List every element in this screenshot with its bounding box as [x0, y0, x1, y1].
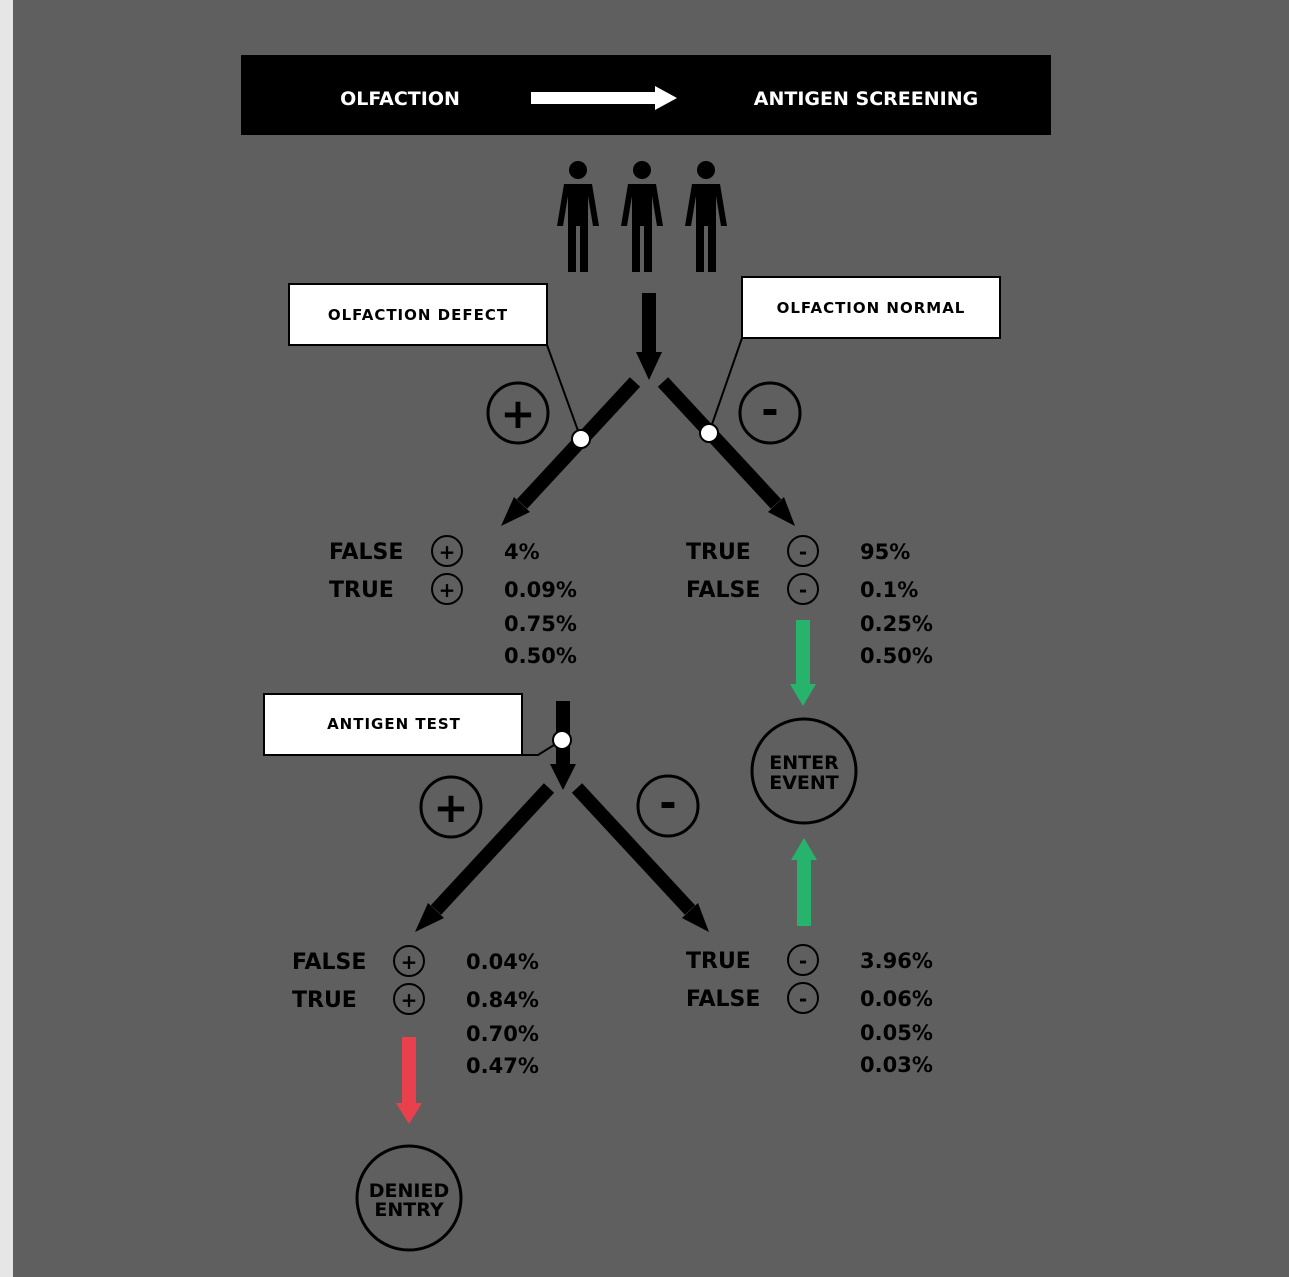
red-down-arrow-icon — [396, 1037, 422, 1124]
plus-symbol: + — [433, 783, 468, 832]
plus-circle-icon: + — [419, 775, 483, 839]
result-label: TRUE — [292, 988, 357, 1013]
result-symbol: + — [401, 950, 418, 974]
outcome-line1: DENIED — [369, 1180, 449, 1202]
result-symbol: + — [439, 540, 456, 564]
small-minus-icon — [787, 982, 819, 1014]
olfaction-positive-results: FALSE + 4% TRUE + 0.09% 0.75% 0.50% — [329, 535, 577, 668]
plus-symbol: + — [500, 389, 535, 438]
result-value: 0.50% — [860, 644, 933, 668]
green-up-arrow-icon — [791, 838, 817, 926]
result-value: 0.75% — [504, 612, 577, 636]
result-value: 0.04% — [466, 950, 539, 974]
result-value: 3.96% — [860, 949, 933, 973]
result-value: 0.03% — [860, 1053, 933, 1077]
result-label: FALSE — [686, 578, 760, 603]
result-label: FALSE — [292, 950, 366, 975]
outcome-line2: ENTRY — [374, 1199, 443, 1221]
callout-connector — [546, 344, 582, 440]
small-plus-icon — [431, 535, 463, 567]
minus-symbol: - — [761, 385, 778, 434]
antigen-test-label: ANTIGEN TEST — [327, 715, 461, 733]
result-value: 0.84% — [466, 988, 539, 1012]
result-value: 0.50% — [504, 644, 577, 668]
small-minus-icon — [787, 573, 819, 605]
result-value: 0.70% — [466, 1022, 539, 1046]
callout-dot — [571, 429, 591, 449]
header-arrow-icon — [531, 86, 677, 110]
result-value: 0.05% — [860, 1021, 933, 1045]
result-symbol: - — [799, 949, 807, 973]
result-label: FALSE — [329, 540, 403, 565]
result-label: TRUE — [686, 949, 751, 974]
result-value: 95% — [860, 540, 910, 564]
header-antigen-screening-label: ANTIGEN SCREENING — [754, 88, 978, 110]
result-value: 0.1% — [860, 578, 918, 602]
callout-dot — [552, 730, 572, 750]
small-plus-icon — [393, 983, 425, 1015]
olfaction-defect-box — [288, 283, 548, 346]
olfaction-normal-box — [741, 276, 1001, 339]
callout-connector — [708, 337, 743, 434]
olfaction-defect-label: OLFACTION DEFECT — [328, 306, 508, 324]
minus-symbol: - — [659, 778, 676, 827]
result-symbol: - — [799, 540, 807, 564]
result-symbol: + — [401, 988, 418, 1012]
denied-entry-outcome: DENIED ENTRY — [355, 1144, 463, 1252]
small-plus-icon — [393, 945, 425, 977]
result-symbol: - — [799, 987, 807, 1011]
small-minus-icon — [787, 535, 819, 567]
outcome-line2: EVENT — [769, 772, 839, 794]
antigen-positive-results: FALSE + 0.04% TRUE + 0.84% 0.70% 0.47% — [292, 945, 539, 1078]
small-plus-icon — [431, 573, 463, 605]
minus-circle-icon: - — [636, 774, 700, 838]
minus-circle-icon: - — [738, 381, 802, 445]
result-label: FALSE — [686, 987, 760, 1012]
olfaction-normal-label: OLFACTION NORMAL — [777, 299, 966, 317]
result-value: 4% — [504, 540, 540, 564]
green-down-arrow-icon — [790, 620, 816, 706]
antigen-negative-results: TRUE - 3.96% FALSE - 0.06% 0.05% 0.03% — [686, 944, 933, 1077]
small-minus-icon — [787, 944, 819, 976]
result-value: 0.25% — [860, 612, 933, 636]
antigen-test-box — [263, 693, 523, 756]
header-olfaction-label: OLFACTION — [340, 88, 460, 110]
result-value: 0.06% — [860, 987, 933, 1011]
callout-dot — [699, 423, 719, 443]
result-label: TRUE — [686, 540, 751, 565]
result-value: 0.47% — [466, 1054, 539, 1078]
olfaction-negative-results: TRUE - 95% FALSE - 0.1% 0.25% 0.50% — [686, 535, 933, 668]
result-label: TRUE — [329, 578, 394, 603]
plus-circle-icon: + — [486, 381, 550, 445]
result-symbol: - — [799, 578, 807, 602]
enter-event-outcome: ENTER EVENT — [750, 717, 858, 825]
outcome-line1: ENTER — [769, 752, 839, 774]
result-value: 0.09% — [504, 578, 577, 602]
result-symbol: + — [439, 578, 456, 602]
